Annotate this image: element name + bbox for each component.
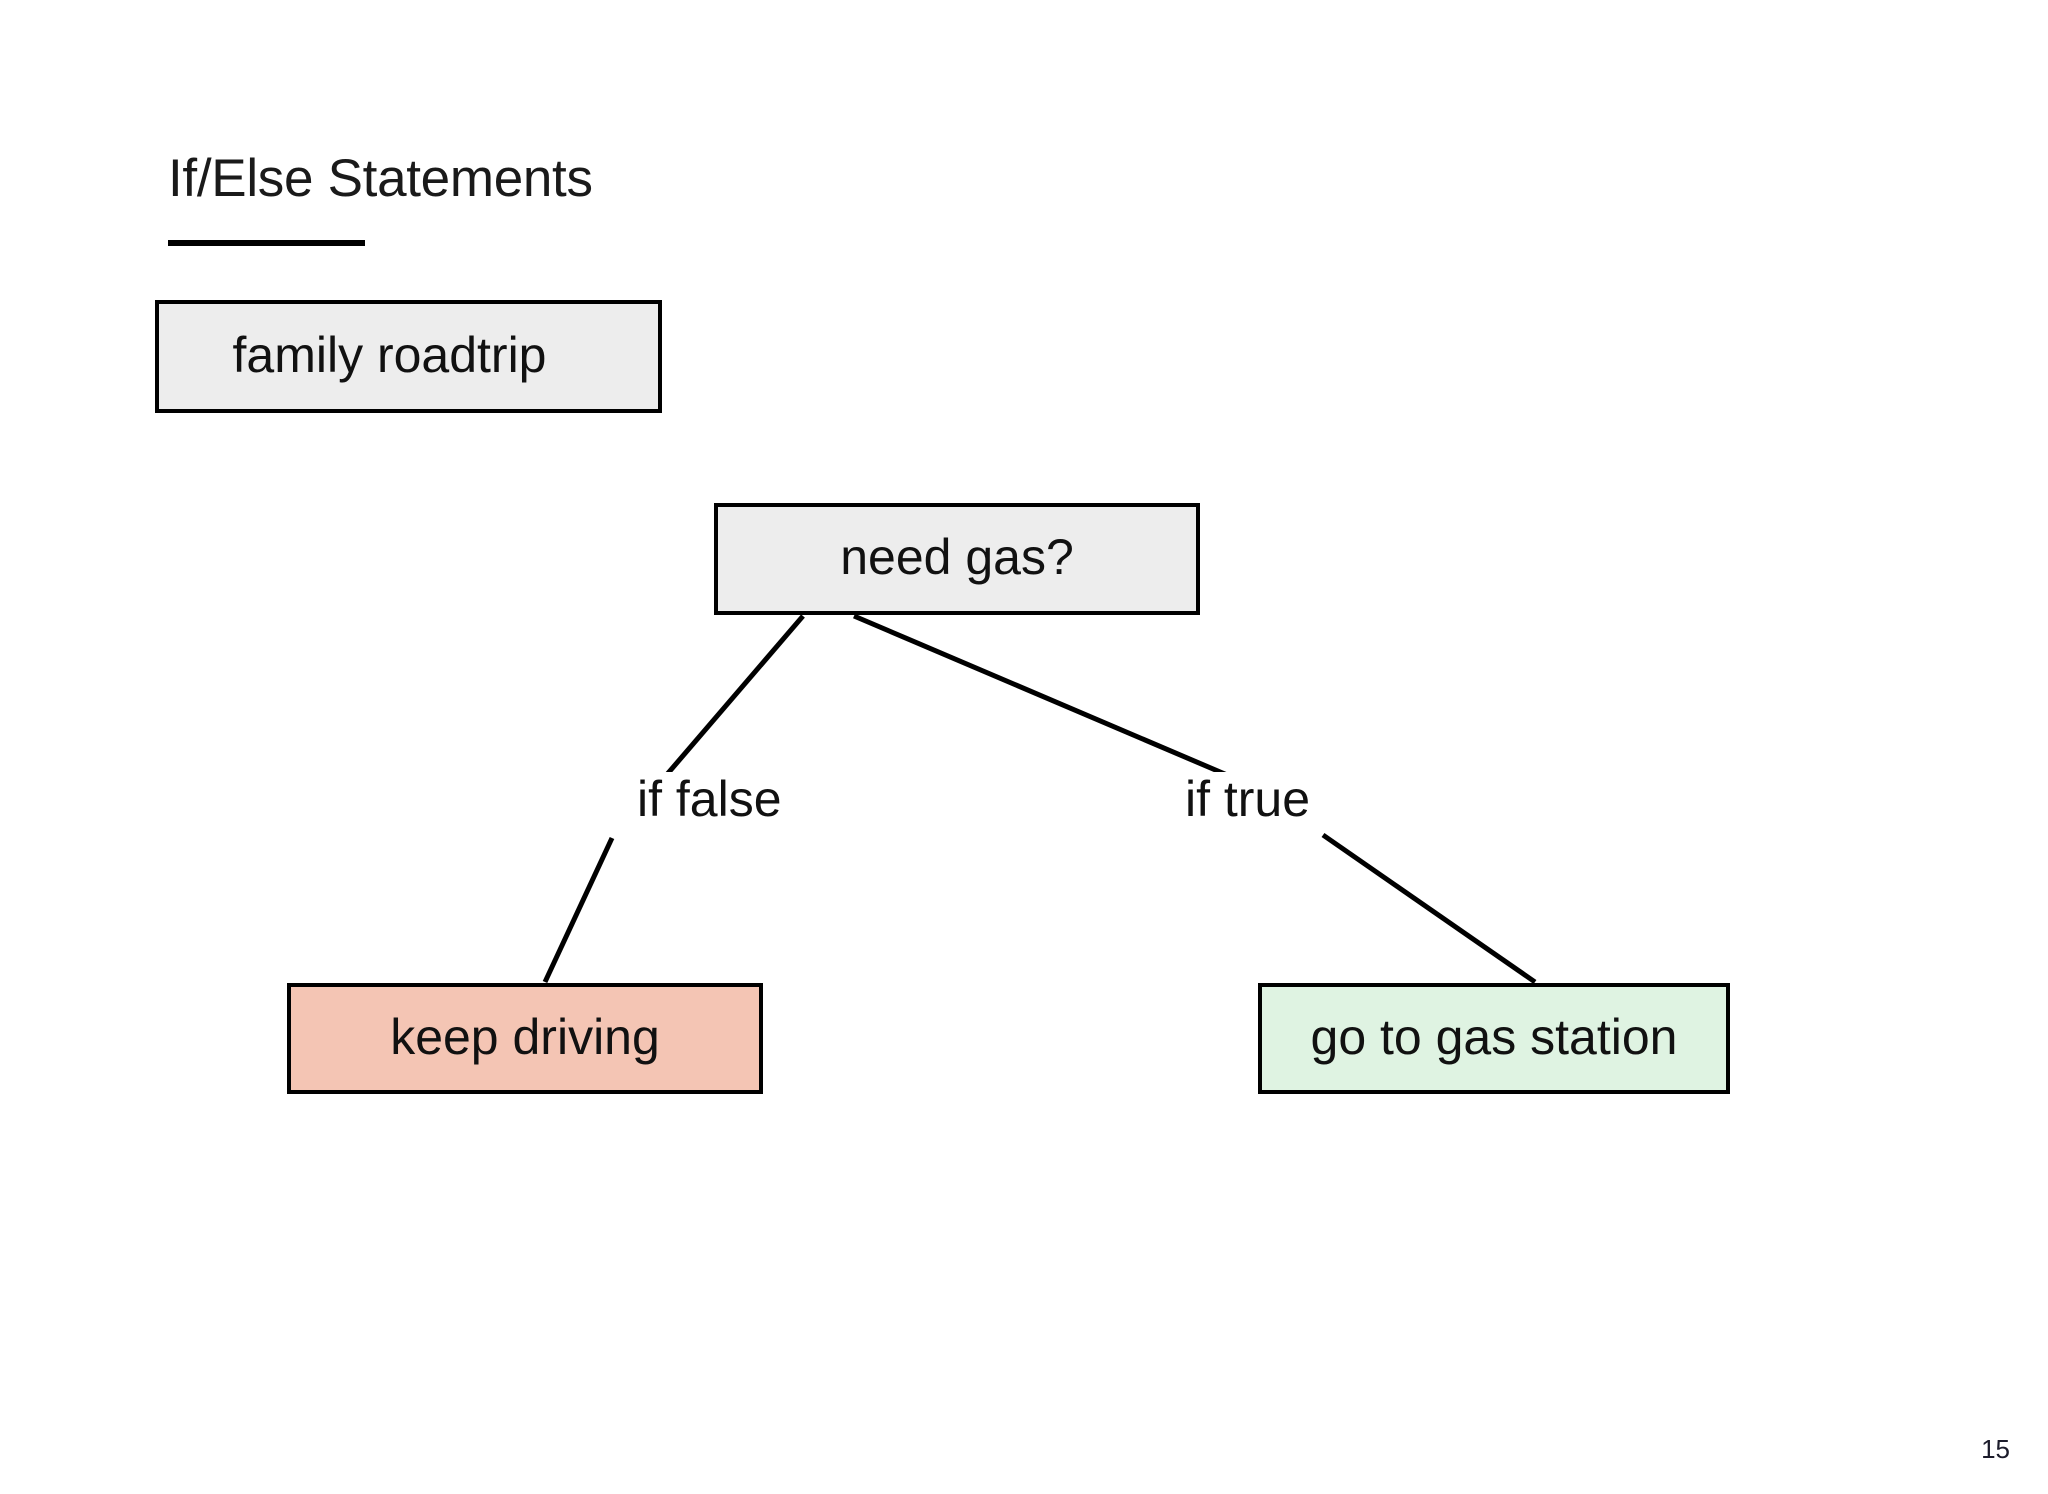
flowchart-node-label: need gas? — [840, 529, 1074, 585]
title-underline-rule — [168, 240, 365, 246]
page-title: If/Else Statements — [168, 149, 593, 208]
edge-label-if-false: if false — [627, 772, 792, 826]
edge-condition-to-true-upper — [853, 613, 1254, 789]
edge-condition-to-false-lower — [542, 836, 615, 984]
flowchart-node-label: keep driving — [390, 1008, 660, 1065]
edge-label-if-true: if true — [1175, 772, 1321, 826]
flowchart-node-family-roadtrip: family roadtrip — [155, 300, 662, 413]
flowchart-node-label: family roadtrip — [232, 326, 547, 383]
page-number: 15 — [1981, 1434, 2010, 1464]
flowchart-node-go-to-gas-station: go to gas station — [1258, 983, 1730, 1094]
flowchart-node-keep-driving: keep driving — [287, 983, 763, 1094]
flowchart-node-label: go to gas station — [1310, 1008, 1678, 1065]
edge-condition-to-false-upper — [655, 614, 805, 788]
flowchart-node-need-gas: need gas? — [714, 503, 1200, 615]
edge-condition-to-true-lower — [1321, 832, 1537, 985]
